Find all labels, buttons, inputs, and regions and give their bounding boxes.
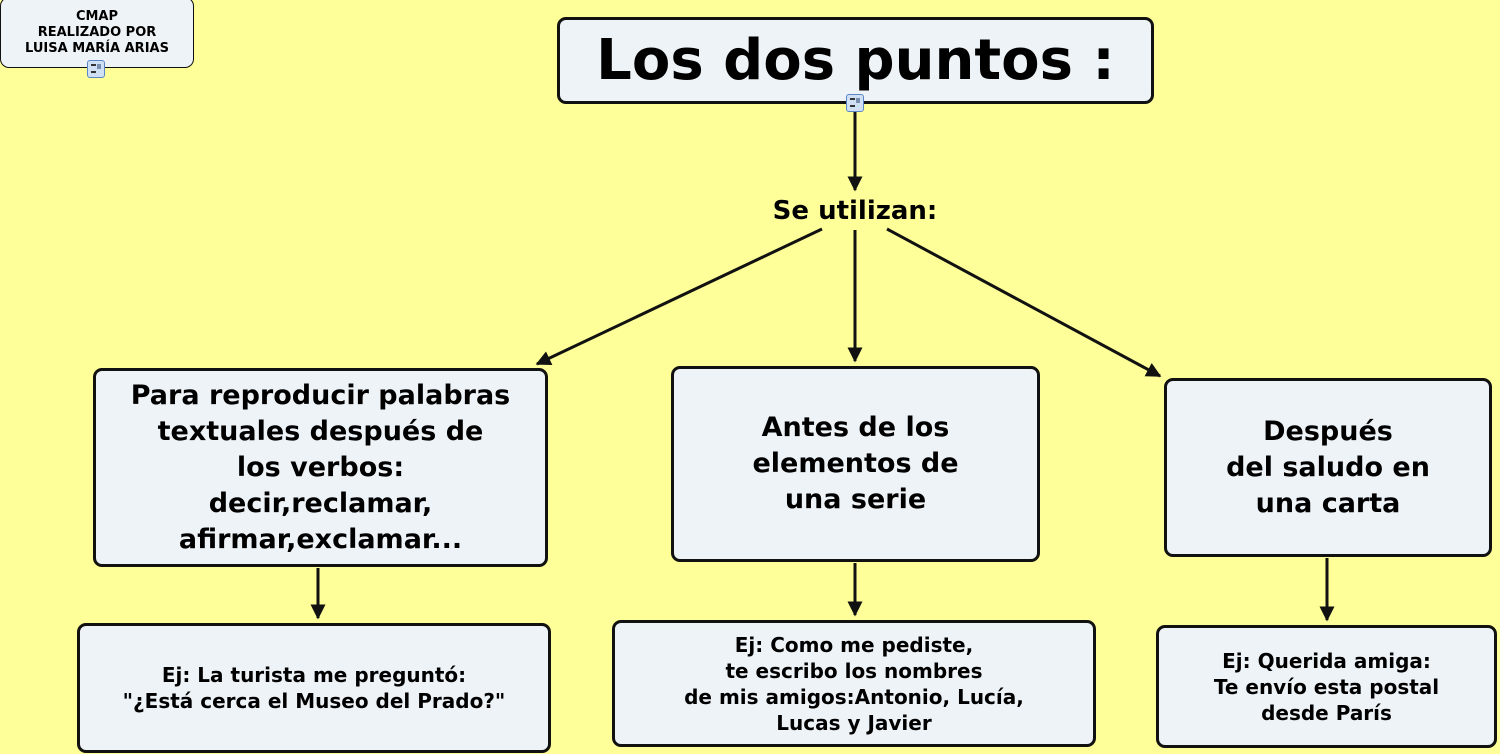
use-node-1[interactable]: Para reproducir palabras textuales despu…: [93, 368, 548, 567]
author-note-text: CMAP REALIZADO POR LUISA MARÍA ARIAS: [25, 8, 169, 56]
arrow-phrase-to-use-1: [535, 227, 823, 366]
use-text: Antes de los elementos de una serie: [752, 412, 959, 515]
example-text: Ej: Como me pediste, te escribo los nomb…: [684, 632, 1024, 735]
linking-phrase[interactable]: Se utilizan:: [772, 196, 938, 226]
example-node-1[interactable]: Ej: La turista me preguntó: "¿Está cerca…: [77, 623, 551, 753]
resource-document-icon[interactable]: [87, 60, 105, 78]
arrow-phrase-to-use-3: [886, 227, 1162, 378]
title-text: Los dos puntos :: [596, 28, 1115, 93]
use-node-2[interactable]: Antes de los elementos de una serie: [671, 366, 1040, 562]
example-text: Ej: Querida amiga: Te envío esta postal …: [1213, 648, 1440, 725]
author-note-node[interactable]: CMAP REALIZADO POR LUISA MARÍA ARIAS: [0, 0, 194, 68]
example-node-3[interactable]: Ej: Querida amiga: Te envío esta postal …: [1156, 625, 1497, 748]
use-text: Después del saludo en una carta: [1226, 415, 1430, 519]
use-node-3[interactable]: Después del saludo en una carta: [1164, 378, 1492, 557]
title-node[interactable]: Los dos puntos :: [557, 17, 1154, 104]
example-text: Ej: La turista me preguntó: "¿Está cerca…: [122, 663, 506, 713]
use-text: Para reproducir palabras textuales despu…: [130, 379, 511, 555]
example-node-2[interactable]: Ej: Como me pediste, te escribo los nomb…: [612, 620, 1096, 747]
resource-document-icon[interactable]: [846, 94, 864, 112]
